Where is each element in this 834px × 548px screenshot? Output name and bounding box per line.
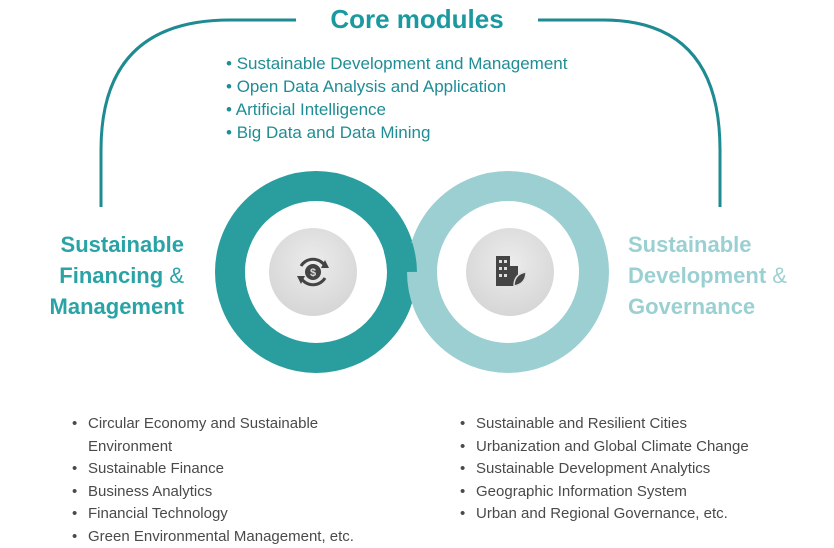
left-side-heading: Sustainable Financing & Management [0,229,184,322]
left-heading-line1: Sustainable [0,229,184,260]
right-heading-amp: & [772,263,787,288]
right-heading-line1: Sustainable [628,229,834,260]
list-item: Circular Economy and Sustainable Environ… [72,413,372,458]
list-item: Urban and Regional Governance, etc. [460,503,780,526]
right-bullet-list: Sustainable and Resilient Cities Urbaniz… [460,413,780,526]
left-bullet-list: Circular Economy and Sustainable Environ… [72,413,372,548]
svg-text:$: $ [310,267,316,279]
core-modules-title: Core modules [0,4,834,35]
list-item: Business Analytics [72,481,372,504]
core-item: Artificial Intelligence [226,98,567,121]
core-modules-list: Sustainable Development and Management O… [226,52,567,144]
left-heading-line2: Financing [59,263,163,288]
core-item: Sustainable Development and Management [226,52,567,75]
list-item: Financial Technology [72,503,372,526]
left-heading-line3: Management [0,291,184,322]
list-item: Sustainable and Resilient Cities [460,413,780,436]
list-item: Sustainable Development Analytics [460,458,780,481]
left-heading-amp: & [169,263,184,288]
list-item: Urbanization and Global Climate Change [460,436,780,459]
right-heading-line3: Governance [628,291,834,322]
right-heading-line2: Development [628,263,766,288]
core-item: Big Data and Data Mining [226,121,567,144]
list-item: Sustainable Finance [72,458,372,481]
core-item: Open Data Analysis and Application [226,75,567,98]
list-item: Geographic Information System [460,481,780,504]
list-item: Green Environmental Management, etc. [72,526,372,548]
right-side-heading: Sustainable Development & Governance [628,229,834,322]
left-ring-overlap [398,247,402,272]
